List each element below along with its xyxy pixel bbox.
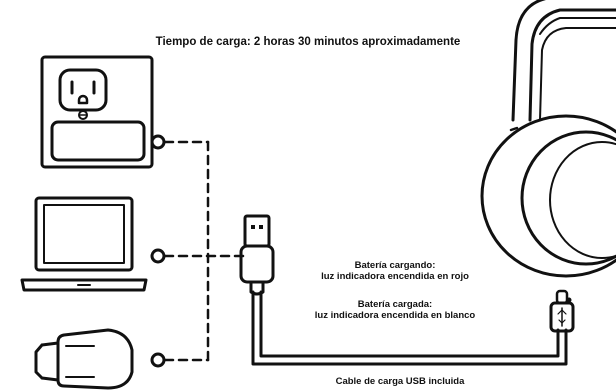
usb-cable-label: Cable de carga USB incluida [335,376,465,387]
car-charger-icon [34,328,166,390]
battery-charged-description: luz indicadora encendida en blanco [314,310,476,321]
battery-charged-heading: Batería cargada: [357,299,433,310]
battery-charged-label: Batería cargada: luz indicadora encendid… [288,299,502,321]
usb-c-plug-icon [549,289,575,333]
laptop-icon [20,196,166,292]
charging-time-title: Tiempo de carga: 2 horas 30 minutos apro… [155,36,461,48]
usb-a-plug-icon [239,214,275,296]
usb-cable [251,290,568,366]
wall-outlet-icon [40,55,154,169]
battery-charging-heading: Batería cargando: [354,260,436,271]
wall-adapter-icon [50,120,166,162]
dashed-connector [163,140,246,362]
battery-charging-description: luz indicadora encendida en rojo [321,271,469,282]
battery-charging-label: Batería cargando: luz indicadora encendi… [300,260,490,282]
headphones-icon [480,0,616,303]
